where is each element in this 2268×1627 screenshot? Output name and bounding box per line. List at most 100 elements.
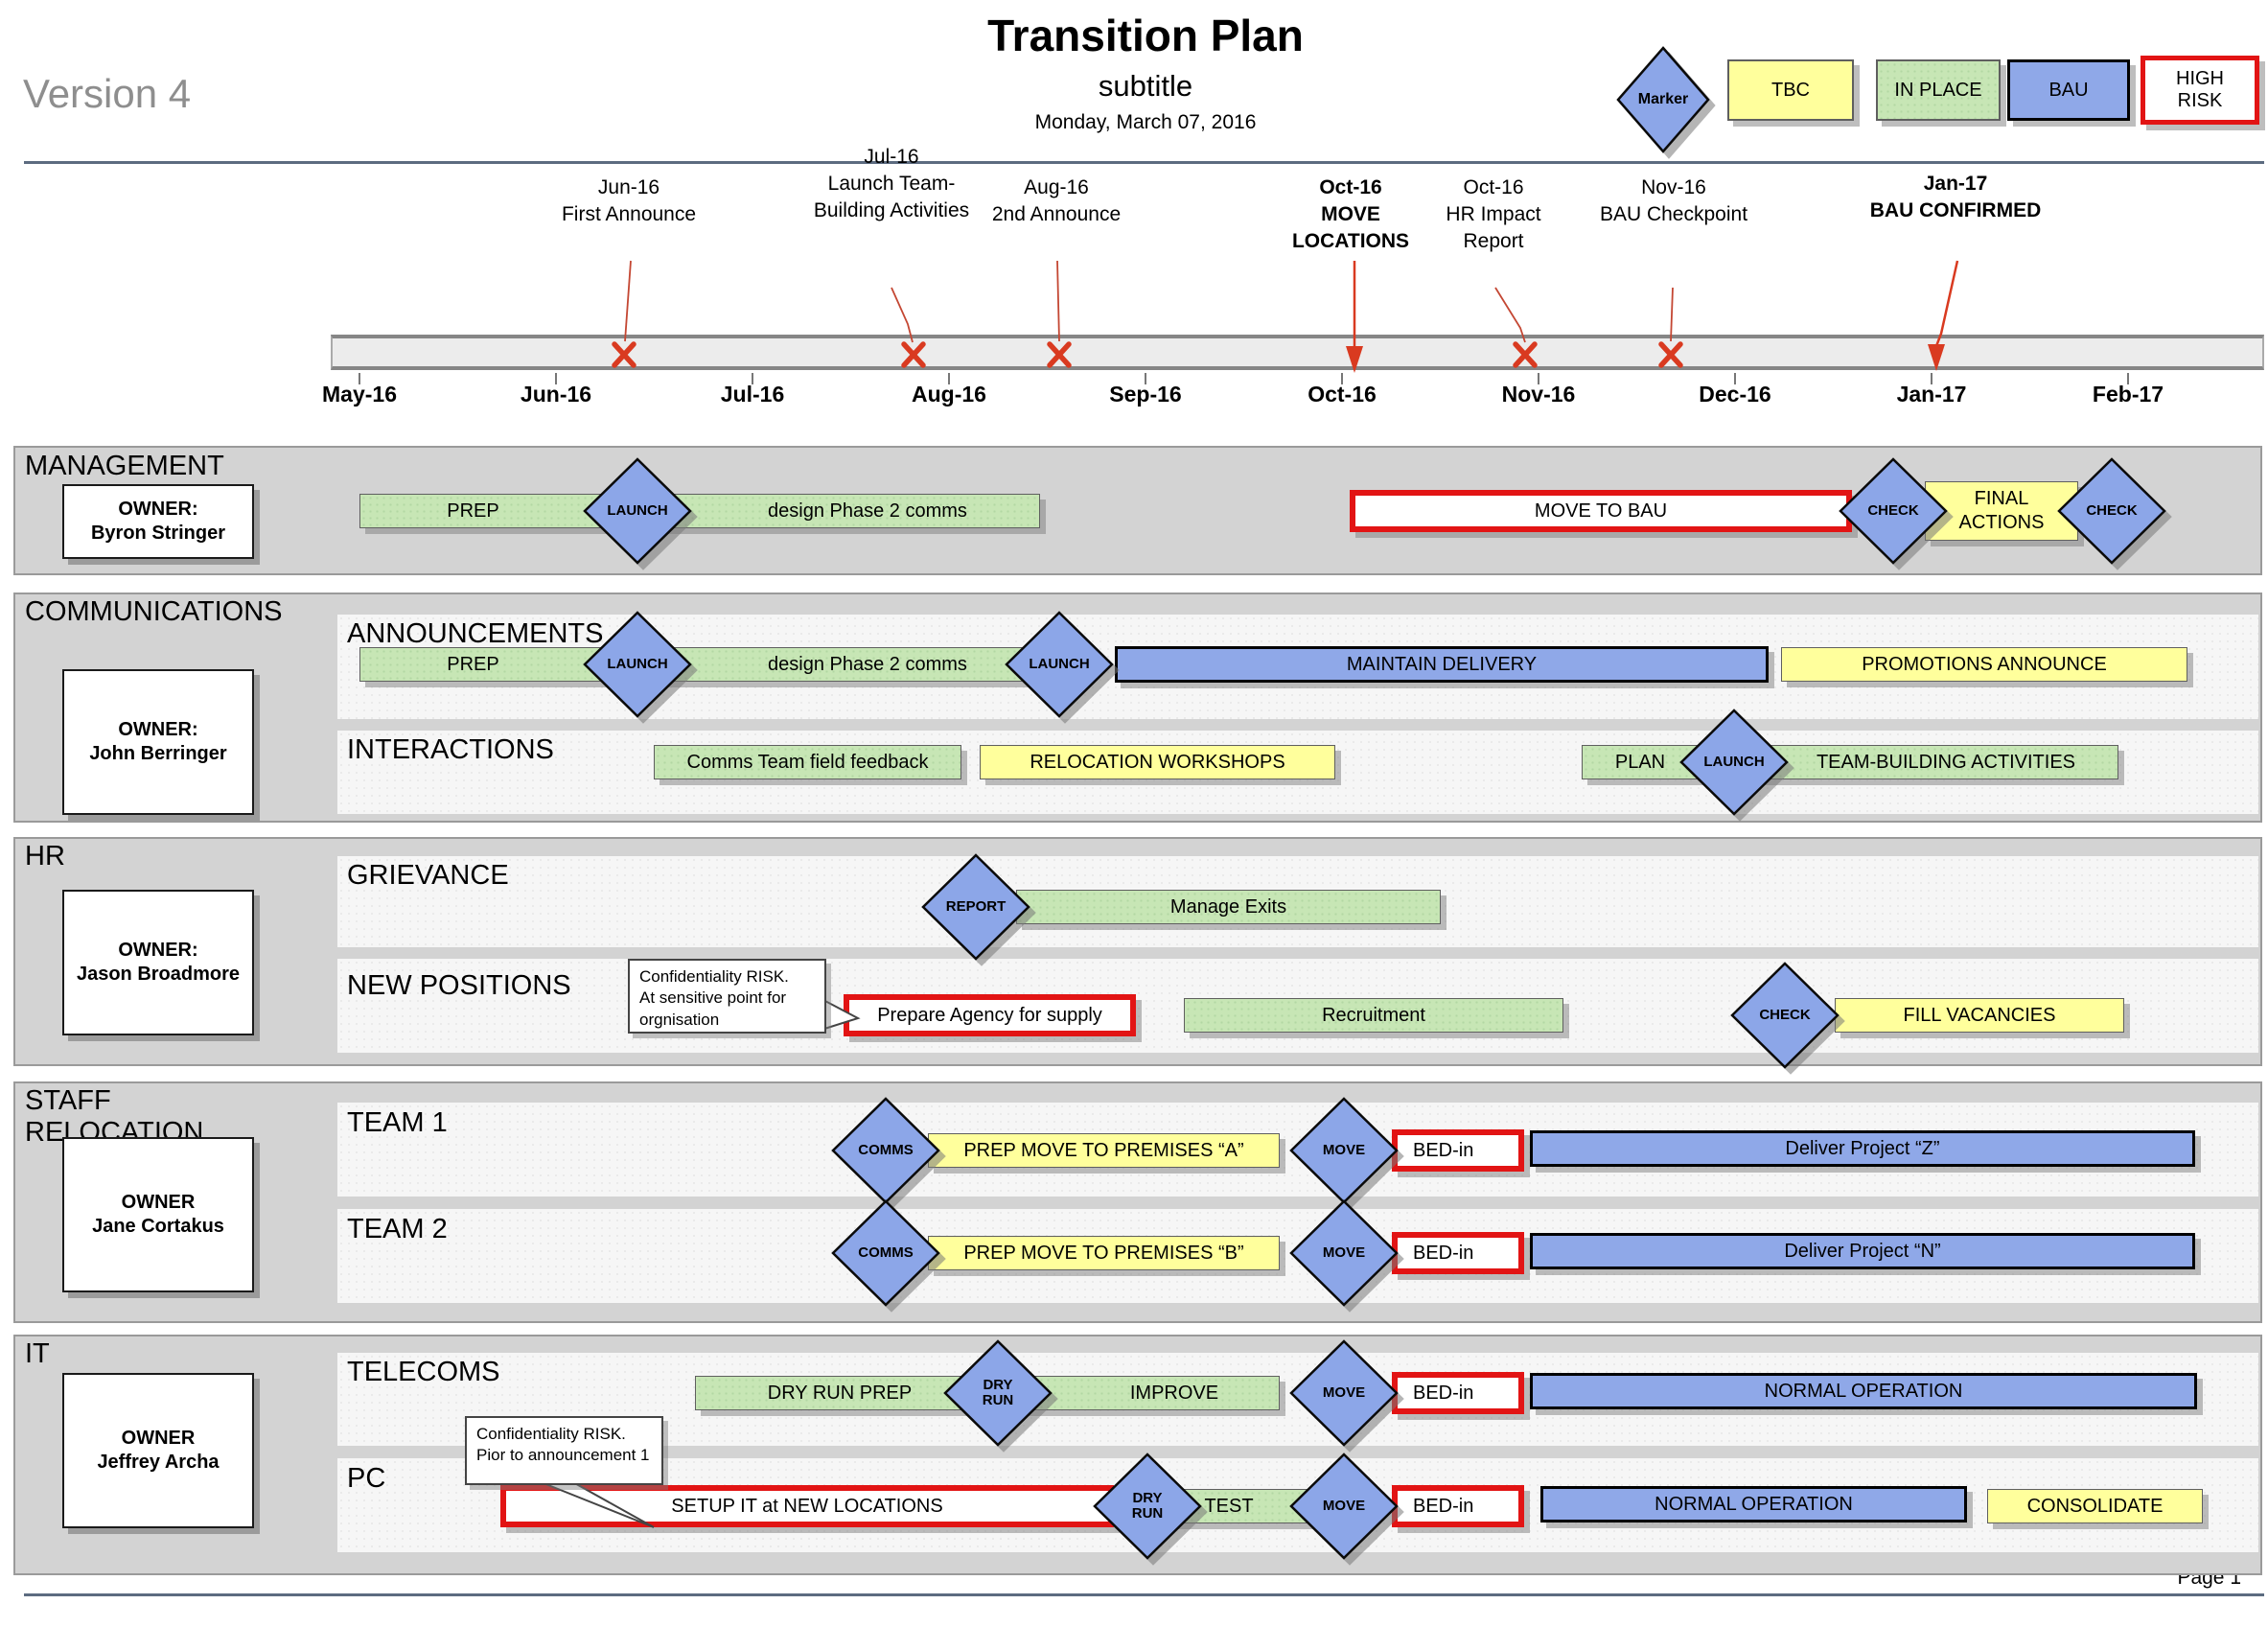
- timeline-bar: [331, 335, 2264, 370]
- bar-deliver-project-z: Deliver Project “Z”: [1530, 1130, 2195, 1167]
- callout-confidentiality-hr: Confidentiality RISK. At sensitive point…: [628, 959, 826, 1034]
- bar-normal-operation-telecoms: NORMAL OPERATION: [1530, 1373, 2197, 1409]
- launch-diamond: LAUNCH: [1678, 709, 1790, 816]
- bar-prep-move-premises-a: PREP MOVE TO PREMISES “A”: [928, 1133, 1280, 1168]
- legend-tbc: TBC: [1727, 59, 1854, 121]
- lane-management-title: MANAGEMENT: [25, 451, 224, 481]
- owner-box-communications: OWNER: John Berringer: [62, 669, 254, 815]
- move-diamond: MOVE: [1288, 1097, 1400, 1204]
- owner-box-management: OWNER: Byron Stringer: [62, 484, 254, 559]
- dry-run-diamond: DRY RUN: [942, 1339, 1053, 1447]
- month-tick: [1734, 373, 1736, 384]
- owner-box-staff-relocation: OWNER Jane Cortakus: [62, 1137, 254, 1292]
- legend-marker-label: Marker: [1637, 91, 1689, 108]
- month-tick: [752, 373, 753, 384]
- check-diamond: CHECK: [1729, 962, 1840, 1069]
- move-diamond: MOVE: [1288, 1453, 1400, 1560]
- panel-team1-title: TEAM 1: [347, 1107, 448, 1138]
- legend-in-place: IN PLACE: [1876, 59, 2001, 121]
- bar-consolidate: CONSOLIDATE: [1987, 1489, 2203, 1523]
- month-label: Feb-17: [2092, 382, 2164, 407]
- month-label: Jul-16: [720, 382, 785, 407]
- panel-new-positions-title: NEW POSITIONS: [347, 970, 571, 1001]
- month-label: May-16: [322, 382, 397, 407]
- bar-maintain-delivery: MAINTAIN DELIVERY: [1115, 646, 1769, 683]
- month-tick: [1931, 373, 1932, 384]
- panel-announcements-title: ANNOUNCEMENTS: [347, 618, 604, 649]
- owner-box-it: OWNER Jeffrey Archa: [62, 1373, 254, 1528]
- move-diamond: MOVE: [1288, 1199, 1400, 1307]
- page-title: Transition Plan: [987, 11, 1304, 60]
- month-tick: [1538, 373, 1539, 384]
- panel-team2-title: TEAM 2: [347, 1214, 448, 1244]
- version-label: Version 4: [23, 71, 192, 116]
- bar-prepare-agency: Prepare Agency for supply: [844, 994, 1136, 1036]
- callout-tail: [538, 1480, 655, 1528]
- legend-marker-diamond-icon: Marker: [1615, 46, 1711, 153]
- bar-normal-operation-pc: NORMAL OPERATION: [1540, 1486, 1967, 1522]
- page-date: Monday, March 07, 2016: [1034, 111, 1257, 133]
- month-tick: [2127, 373, 2129, 384]
- launch-diamond: LAUNCH: [582, 611, 693, 718]
- callout-confidentiality-pc: Confidentiality RISK. Pior to announceme…: [465, 1416, 663, 1485]
- move-diamond: MOVE: [1288, 1339, 1400, 1447]
- legend-high-risk: HIGH RISK: [2141, 56, 2259, 125]
- bar-recruitment: Recruitment: [1184, 998, 1563, 1033]
- bar-plan-teambuilding: PLAN TEAM-BUILDING ACTIVITIES: [1582, 745, 2118, 779]
- month-tick: [1341, 373, 1343, 384]
- panel-pc-title: PC: [347, 1463, 386, 1494]
- header-divider: [24, 161, 2264, 164]
- milestone-bau-checkpoint: Nov-16 BAU Checkpoint: [1599, 176, 1748, 225]
- milestone-hr-impact-report: Oct-16 HR Impact Report: [1446, 176, 1541, 252]
- month-tick: [948, 373, 950, 384]
- page-subtitle: subtitle: [1098, 69, 1193, 103]
- bar-fill-vacancies: FILL VACANCIES: [1835, 998, 2124, 1033]
- panel-interactions-title: INTERACTIONS: [347, 734, 554, 765]
- leader-line: [624, 260, 632, 342]
- check-diamond: CHECK: [1838, 457, 1949, 565]
- month-label: Sep-16: [1109, 382, 1182, 407]
- milestone-move-locations: Oct-16 MOVE LOCATIONS: [1291, 176, 1410, 252]
- panel-telecoms-title: TELECOMS: [347, 1357, 500, 1387]
- legend-high-risk-label: HIGH RISK: [2176, 68, 2224, 111]
- lane-it-title: IT: [25, 1338, 50, 1369]
- launch-diamond: LAUNCH: [1004, 611, 1115, 718]
- bar-comms-team-feedback: Comms Team field feedback: [654, 745, 961, 779]
- dry-run-diamond: DRY RUN: [1092, 1453, 1203, 1560]
- bar-bed-in-team1: BED-in: [1392, 1129, 1524, 1172]
- milestone-2nd-announce: Aug-16 2nd Announce: [991, 176, 1122, 225]
- launch-diamond: LAUNCH: [582, 457, 693, 565]
- leader-line: [1056, 260, 1060, 342]
- bar-prep-design: PREP design Phase 2 comms: [359, 494, 1040, 528]
- month-label: Jun-16: [520, 382, 592, 407]
- lane-communications-title: COMMUNICATIONS: [25, 596, 283, 627]
- bar-move-to-bau: MOVE TO BAU: [1350, 490, 1852, 532]
- lane-hr-title: HR: [25, 841, 65, 872]
- bar-deliver-project-n: Deliver Project “N”: [1530, 1233, 2195, 1269]
- milestone-launch-team-building: Jul-16 Launch Team-Building Activities: [813, 146, 970, 221]
- month-label: Nov-16: [1501, 382, 1576, 407]
- bar-prep-move-premises-b: PREP MOVE TO PREMISES “B”: [928, 1236, 1280, 1270]
- panel-grievance-title: GRIEVANCE: [347, 860, 509, 891]
- bar-manage-exits: Manage Exits: [1016, 890, 1441, 924]
- month-tick: [1145, 373, 1146, 384]
- arrow-stem: [1934, 260, 1959, 347]
- milestone-first-announce: Jun-16 First Announce: [561, 176, 697, 225]
- comms-diamond: COMMS: [830, 1199, 941, 1307]
- month-label: Jan-17: [1896, 382, 1967, 407]
- month-tick: [555, 373, 557, 384]
- bar-bed-in-team2: BED-in: [1392, 1232, 1524, 1274]
- bar-relocation-workshops: RELOCATION WORKSHOPS: [980, 745, 1335, 779]
- check-diamond: CHECK: [2056, 457, 2167, 565]
- bar-promotions-announce: PROMOTIONS ANNOUNCE: [1781, 647, 2187, 682]
- bar-bed-in-pc: BED-in: [1392, 1485, 1524, 1527]
- leader-line: [1670, 287, 1674, 342]
- bar-bed-in-telecoms: BED-in: [1392, 1372, 1524, 1414]
- comms-diamond: COMMS: [830, 1097, 941, 1204]
- milestone-bau-confirmed: Jan-17 BAU CONFIRMED: [1869, 173, 2042, 221]
- month-label: Dec-16: [1699, 382, 1771, 407]
- owner-box-hr: OWNER: Jason Broadmore: [62, 890, 254, 1035]
- bar-prep-design-announce: PREP design Phase 2 comms: [359, 647, 1069, 682]
- month-label: Aug-16: [912, 382, 986, 407]
